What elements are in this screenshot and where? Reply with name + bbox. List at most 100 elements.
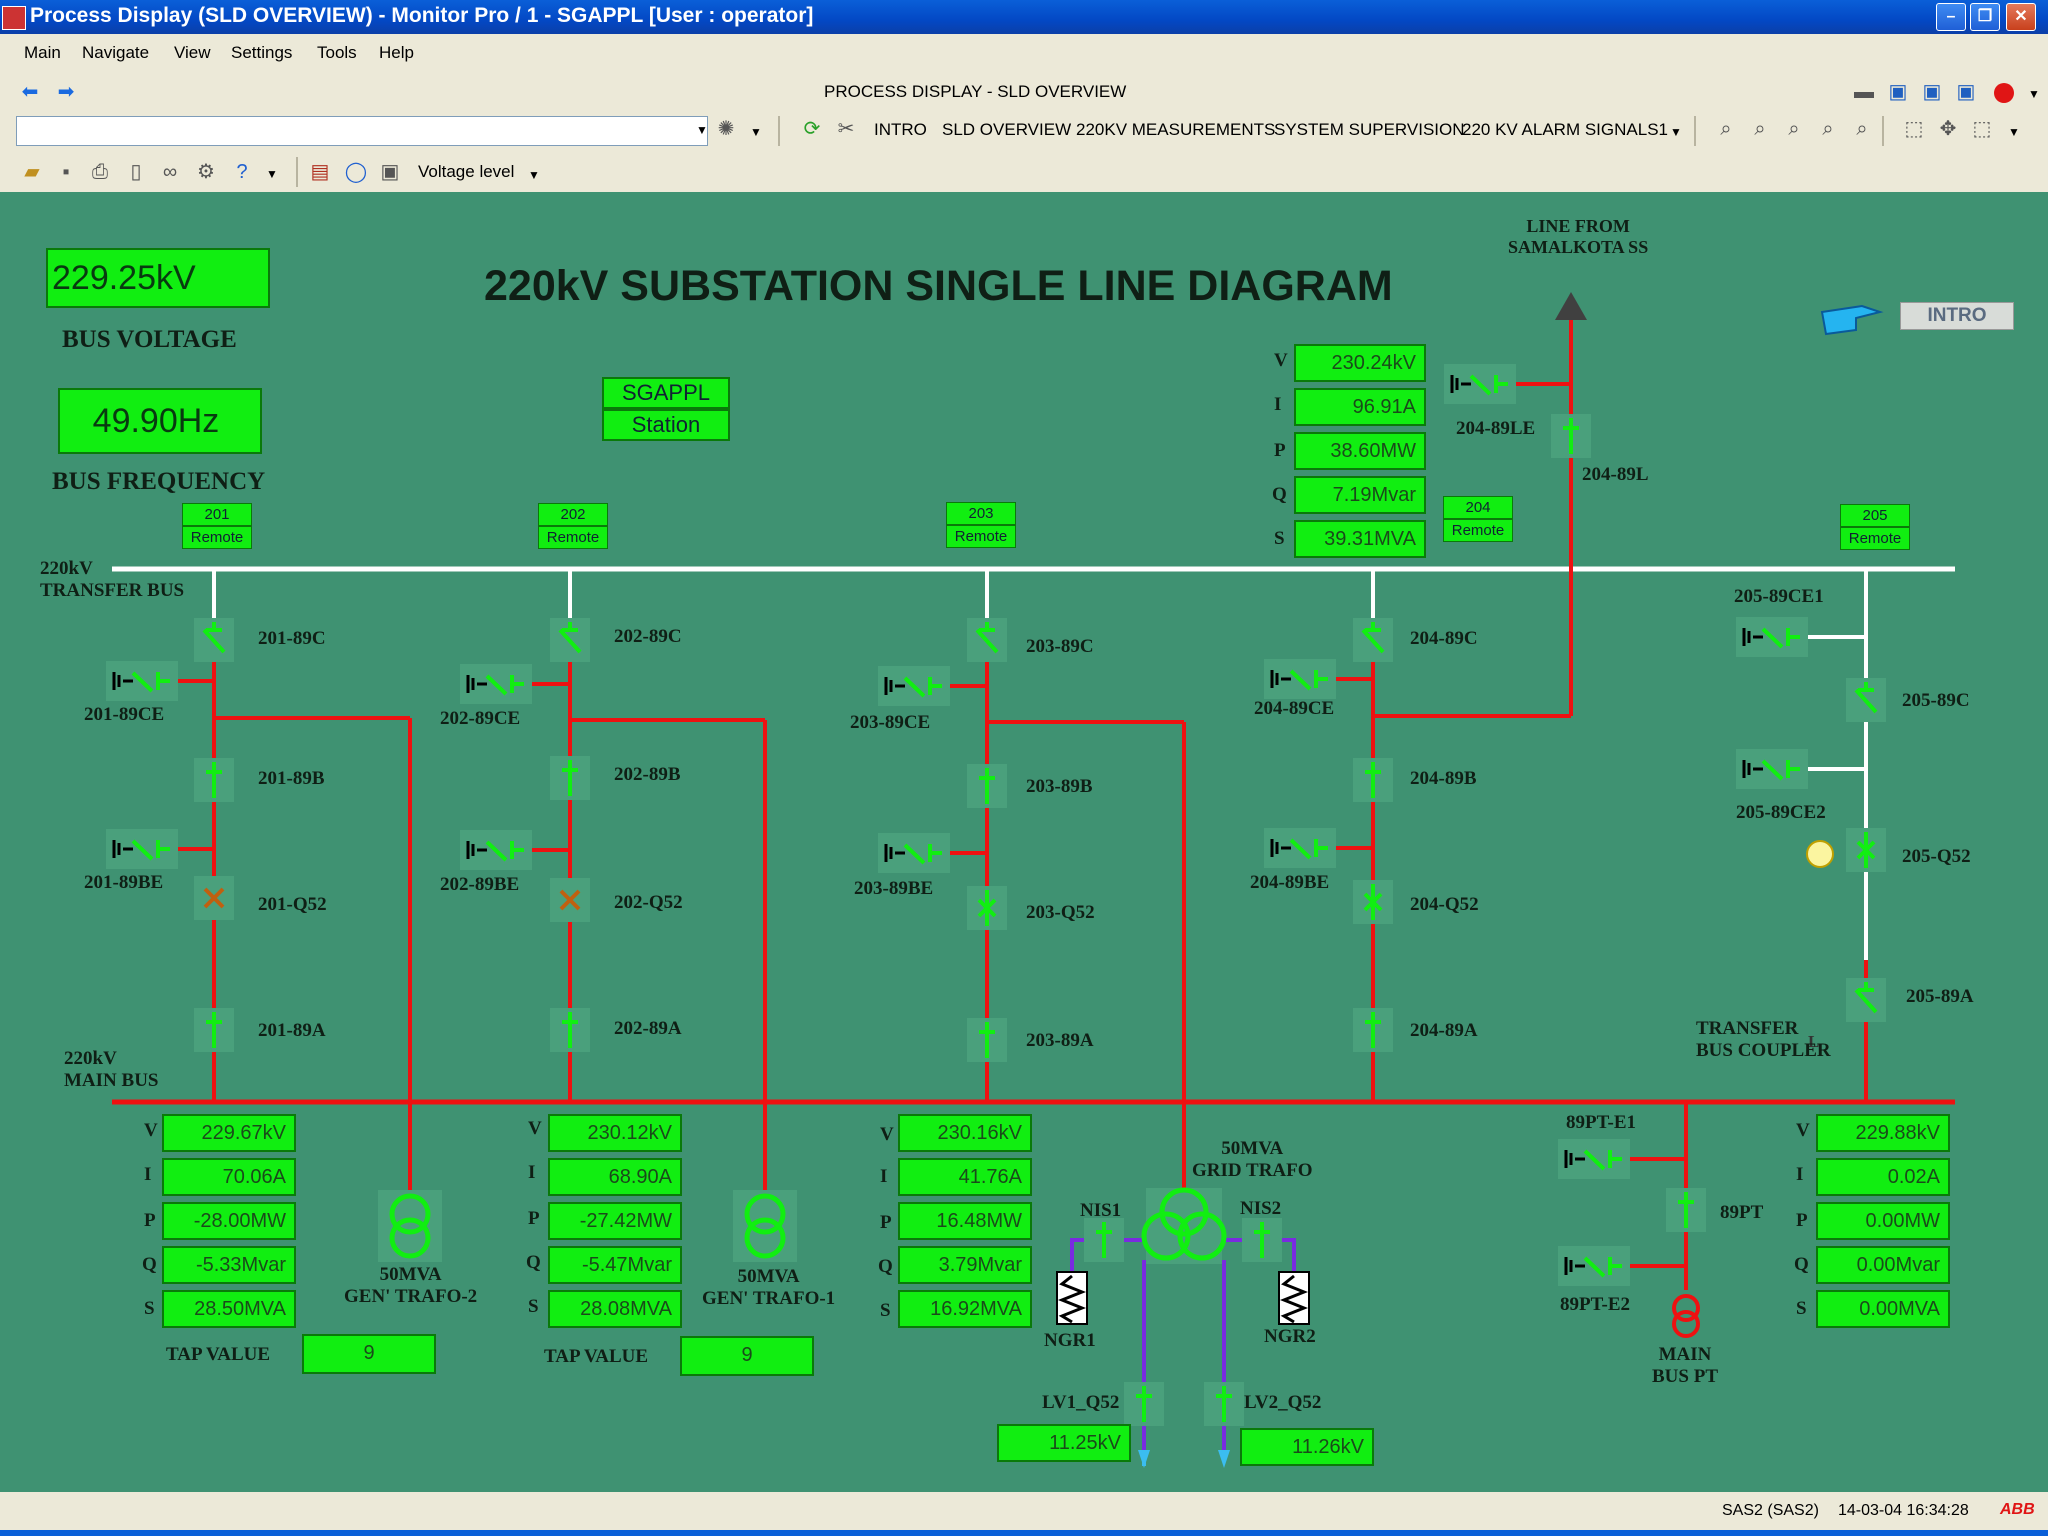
line-active-power-value: 38.60MW xyxy=(1294,432,1426,470)
forward-arrow-icon[interactable]: ➡ xyxy=(57,81,75,103)
screen2-icon[interactable]: ▣ xyxy=(1922,81,1942,103)
label-89pt-e2: 89PT-E2 xyxy=(1560,1294,1631,1315)
app-icon xyxy=(2,6,26,30)
label-203-89a: 203-89A xyxy=(1026,1030,1094,1051)
menu-tools[interactable]: Tools xyxy=(317,43,357,62)
lv2-label: LV2_Q52 xyxy=(1244,1392,1322,1413)
display-search-input[interactable] xyxy=(16,116,708,146)
help-icon[interactable]: ? xyxy=(236,161,248,183)
label-202-89be: 202-89BE xyxy=(440,874,520,895)
label-205-89c: 205-89C xyxy=(1902,690,1970,711)
tools-dropdown-icon[interactable]: ▼ xyxy=(2008,125,2020,139)
bay202-current-value: 68.90A xyxy=(548,1158,682,1196)
gear-icon[interactable]: ⚙ xyxy=(197,161,215,183)
bay201-letter-v: V xyxy=(144,1120,158,1141)
event-list-icon[interactable]: ▤ xyxy=(310,161,330,183)
select-area-icon[interactable]: ⬚ xyxy=(1904,118,1924,140)
alarm-bell-icon[interactable]: ✺ xyxy=(717,118,735,140)
intro-button[interactable]: INTRO xyxy=(1900,302,2014,330)
bay205-letter-q: Q xyxy=(1794,1254,1809,1275)
bus-frequency-label: BUS FREQUENCY xyxy=(52,468,266,495)
bay205-letter-p: P xyxy=(1796,1210,1808,1231)
zoom-out-icon[interactable]: ⌕ xyxy=(1754,118,1766,140)
line-apparent-power-value: 39.31MVA xyxy=(1294,520,1426,558)
label-205-q52: 205-Q52 xyxy=(1902,846,1971,867)
bay203-letter-s: S xyxy=(880,1300,891,1321)
label-204-q52: 204-Q52 xyxy=(1410,894,1479,915)
document-icon[interactable]: ▯ xyxy=(130,161,142,183)
open-folder-icon[interactable]: ▰ xyxy=(24,161,40,183)
bay201-reactive-power-value: -5.33Mvar xyxy=(162,1246,296,1284)
minimize-button[interactable]: – xyxy=(1936,3,1966,31)
zoom-next-icon[interactable]: ⌕ xyxy=(1856,118,1868,140)
binoculars-icon[interactable]: ∞ xyxy=(162,161,178,183)
station-label[interactable]: Station xyxy=(602,409,730,441)
menu-view[interactable]: View xyxy=(174,43,211,62)
bay202-letter-q: Q xyxy=(526,1252,541,1273)
alarm-dropdown-icon[interactable]: ▼ xyxy=(750,125,762,139)
dropdown-arrow-icon[interactable]: ▼ xyxy=(2028,87,2040,101)
menu-help[interactable]: Help xyxy=(379,43,414,62)
display-link-220kv-measurements[interactable]: 220KV MEASUREMENTS xyxy=(1076,120,1276,139)
restore-button[interactable]: ❐ xyxy=(1970,3,2000,31)
tools-icon[interactable]: ✂ xyxy=(837,118,855,140)
camera-icon[interactable]: ▣ xyxy=(380,161,400,183)
navigation-bar: ⬅ ➡ PROCESS DISPLAY - SLD OVERVIEW ▬ ▣ ▣… xyxy=(0,74,2048,111)
bay205-active-power-value: 0.00MW xyxy=(1816,1202,1950,1240)
bay201-current-value: 70.06A xyxy=(162,1158,296,1196)
refresh-icon[interactable]: ⟳ xyxy=(803,118,821,140)
menu-settings[interactable]: Settings xyxy=(231,43,293,62)
record-icon[interactable] xyxy=(1994,83,2014,103)
cycle-icon[interactable]: ◯ xyxy=(344,161,368,183)
print-icon[interactable]: ⎙ xyxy=(92,161,108,183)
menu-main[interactable]: Main xyxy=(24,43,61,62)
display-link-system-supervision[interactable]: SYSTEM SUPERVISION xyxy=(1274,120,1465,139)
voltage-level-arrow-icon[interactable]: ▼ xyxy=(528,168,540,182)
screen3-icon[interactable]: ▣ xyxy=(1956,81,1976,103)
pan-icon[interactable]: ✥ xyxy=(1939,118,1957,140)
label-89pt: 89PT xyxy=(1720,1202,1764,1223)
combo-arrow-icon[interactable]: ▼ xyxy=(696,123,708,137)
bay205-letter-v: V xyxy=(1796,1120,1810,1141)
display-link-intro[interactable]: INTRO xyxy=(874,120,927,139)
lv1-label: LV1_Q52 xyxy=(1042,1392,1120,1413)
bay203-apparent-power-value: 16.92MVA xyxy=(898,1290,1032,1328)
bay205-letter-s: S xyxy=(1796,1298,1807,1319)
station-name[interactable]: SGAPPL xyxy=(602,377,730,409)
display-link-220kv-alarm-signals[interactable]: 220 KV ALARM SIGNALS1 xyxy=(1462,120,1668,139)
bay202-letter-v: V xyxy=(528,1118,542,1139)
lv1-voltage-value: 11.25kV xyxy=(997,1424,1131,1462)
bus-voltage-value: 229.25kV xyxy=(46,248,270,308)
close-button[interactable]: ✕ xyxy=(2006,3,2036,31)
menu-bar: Main Navigate View Settings Tools Help xyxy=(0,34,2048,75)
label-205-89ce2: 205-89CE2 xyxy=(1736,802,1826,823)
rectangle-icon[interactable]: ⬚ xyxy=(1972,118,1992,140)
bay202-letter-s: S xyxy=(528,1296,539,1317)
back-arrow-icon[interactable]: ⬅ xyxy=(21,81,39,103)
label-204-89ce: 204-89CE xyxy=(1254,698,1335,719)
zoom-in-icon[interactable]: ⌕ xyxy=(1720,118,1732,140)
displays-dropdown-icon[interactable]: ▼ xyxy=(1670,125,1682,139)
voltage-level-dropdown[interactable]: Voltage level xyxy=(418,162,515,181)
label-ngr1: NGR1 xyxy=(1044,1330,1096,1351)
save-icon[interactable]: ▪ xyxy=(62,161,70,183)
menu-navigate[interactable]: Navigate xyxy=(82,43,150,62)
monitor-icon[interactable]: ▬ xyxy=(1854,81,1874,103)
help-dropdown-icon[interactable]: ▼ xyxy=(266,167,278,181)
single-line-diagram xyxy=(104,292,1955,1468)
display-link-sld-overview[interactable]: SLD OVERVIEW xyxy=(942,120,1072,139)
zoom-previous-icon[interactable]: ⌕ xyxy=(1822,118,1834,140)
screen-icon[interactable]: ▣ xyxy=(1888,81,1908,103)
zoom-fit-icon[interactable]: ⌕ xyxy=(1788,118,1800,140)
label-202-89c: 202-89C xyxy=(614,626,682,647)
line-voltage-value: 230.24kV xyxy=(1294,344,1426,382)
main-toolbar: ▰ ▪ ⎙ ▯ ∞ ⚙ ? ▼ ▤ ◯ ▣ Voltage level ▼ xyxy=(0,152,2048,193)
